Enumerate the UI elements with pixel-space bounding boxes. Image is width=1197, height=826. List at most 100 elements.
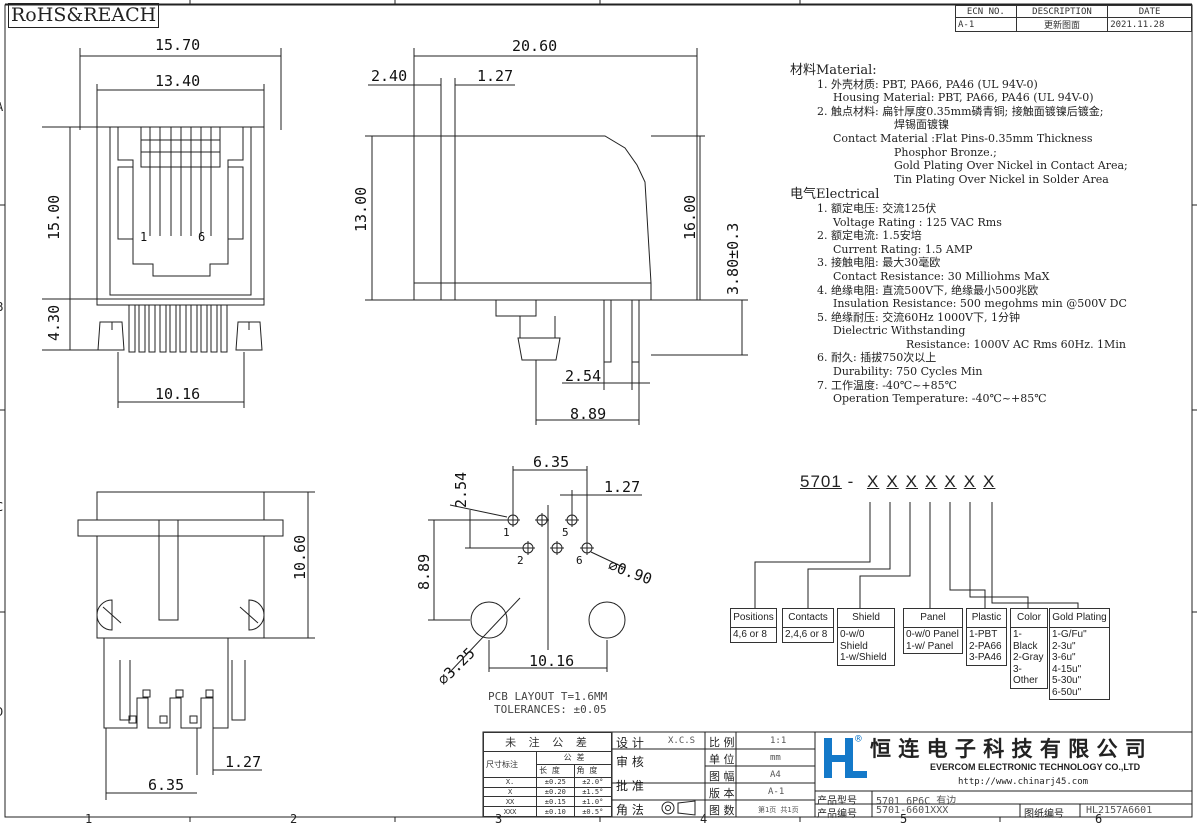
tolerance-cell: ±0.25 xyxy=(536,776,575,788)
signoff-review: 审 核 xyxy=(616,755,644,769)
rev-date: 2021.11.28 xyxy=(1107,17,1192,32)
signoff-design: 设 计 xyxy=(616,736,644,750)
electrical-line: 7. 工作温度: -40℃~+85℃ xyxy=(817,378,957,392)
pcb-note-2: TOLERANCES: ±0.05 xyxy=(494,703,607,716)
electrical-line: 3. 接触电阻: 最大30毫欧 xyxy=(817,256,941,270)
ordering-option: 1-w/Shield xyxy=(840,652,887,663)
electrical-heading: 电气Electrical xyxy=(790,187,880,203)
zone-label-left: C xyxy=(0,500,3,514)
pages-label: 图 数 xyxy=(709,804,735,817)
dim-side-height: 13.00 xyxy=(352,186,370,232)
product-code: 5701-6601XXX xyxy=(876,805,949,816)
electrical-line: 4. 绝缘电阻: 直流500V下, 绝缘最小500兆欧 xyxy=(817,283,1039,297)
zone-label-left: D xyxy=(0,705,3,719)
materials-line: 2. 触点材料: 扁针厚度0.35mm磷青铜; 接触面镀镍后镀金; xyxy=(817,104,1104,118)
ordering-box-header: Color xyxy=(1010,608,1048,628)
electrical-line: Contact Resistance: 30 Milliohms MaX xyxy=(833,269,1050,283)
dim-side-total-height: 16.00 xyxy=(681,194,699,240)
company-name-en: EVERCOM ELECTRONIC TECHNOLOGY CO.,LTD xyxy=(930,762,1141,772)
ordering-box-header: Contacts xyxy=(782,608,834,628)
part-number-prefix: 5701 xyxy=(800,472,842,491)
zone-label-bottom: 6 xyxy=(1095,812,1103,826)
tolerance-cell: X xyxy=(482,786,538,798)
ordering-option: 1-w/ Panel xyxy=(906,640,954,652)
rev-header-ecn: ECN NO. xyxy=(955,5,1017,18)
drawing-no-label: 图纸编号 xyxy=(1024,809,1064,820)
electrical-line: Current Rating: 1.5 AMP xyxy=(833,242,973,256)
tolerance-col-label: 尺寸标注 xyxy=(482,750,538,778)
tolerance-cell: ±0.20 xyxy=(536,786,575,798)
signoff-designer: X.C.S xyxy=(668,736,696,746)
ordering-option: 1-Black xyxy=(1013,629,1038,652)
ordering-leaders xyxy=(754,502,1079,610)
rev-ecn: A-1 xyxy=(955,17,1017,32)
revision-table: ECN NO. DESCRIPTION DATE A-1 更新图面 2021.1… xyxy=(955,5,1192,32)
zone-label-bottom: 1 xyxy=(85,812,93,826)
unit-label: 单 位 xyxy=(709,753,735,766)
tolerance-sub-title: 公 差 xyxy=(536,750,612,765)
materials-line: Contact Material :Flat Pins-0.35mm Thick… xyxy=(833,131,1093,145)
dim-bottom-span: 6.35 xyxy=(148,776,185,794)
ordering-option: 4-15u" xyxy=(1052,663,1082,675)
tolerance-table: 未 注 公 差 尺寸标注 公 差 长 度 角 度 X.±0.25±2.0°X±0… xyxy=(482,732,613,817)
tolerance-cell: ±0.10 xyxy=(536,806,575,817)
pcb-layout xyxy=(428,466,642,673)
side-view xyxy=(365,48,748,425)
dim-bottom-pitch: 1.27 xyxy=(225,753,262,771)
ordering-option: 1-PBT xyxy=(969,629,998,640)
part-number-slot: X xyxy=(963,472,977,491)
tolerance-col-len: 长 度 xyxy=(536,763,575,778)
part-number-slot: X xyxy=(925,472,938,491)
label-hole5: 5 xyxy=(562,526,569,539)
materials-line: 1. 外壳材质: PBT, PA66, PA46 (UL 94V-0) xyxy=(817,77,1038,91)
company-name-cn: 恒 连 电 子 科 技 有 限 公 司 xyxy=(870,737,1146,761)
electrical-line: 6. 耐久: 插拔750次以上 xyxy=(817,351,937,365)
dim-pcb-pitch: 1.27 xyxy=(604,478,641,496)
bottom-view xyxy=(77,491,315,800)
tolerance-cell: X. xyxy=(482,776,538,788)
dim-pcb-post-span: 10.16 xyxy=(529,652,575,670)
ordering-option: 1-G/Fu" xyxy=(1052,629,1087,640)
tolerance-cell: ±1.0° xyxy=(573,796,613,808)
label-hole6: 6 xyxy=(576,554,583,567)
tolerance-cell: ±1.5° xyxy=(573,786,613,798)
electrical-line: 1. 额定电压: 交流125伏 xyxy=(817,201,937,215)
product-model-label: 产品型号 xyxy=(817,796,857,807)
pages-value: 第1页 共1页 xyxy=(758,806,799,814)
part-number-sep: - xyxy=(847,472,855,491)
company-url: http://www.chinarj45.com xyxy=(958,777,1089,787)
zone-label-bottom: 3 xyxy=(495,812,503,826)
label-pin1: 1 xyxy=(140,230,148,244)
ordering-box-header: Plastic xyxy=(966,608,1007,628)
ordering-option: 0-w/0 Panel xyxy=(906,629,959,640)
dim-front-width-outer: 15.70 xyxy=(155,36,201,54)
front-view xyxy=(42,48,282,408)
electrical-line: Resistance: 1000V AC Rms 60Hz. 1Min xyxy=(906,337,1126,351)
part-number-slot: X xyxy=(866,472,880,491)
signoff-approve: 批 准 xyxy=(616,779,644,793)
dim-pcb-post-y: 8.89 xyxy=(415,553,433,590)
electrical-line: 2. 额定电流: 1.5安培 xyxy=(817,229,922,243)
materials-line: Phosphor Bronze.; xyxy=(894,145,997,159)
pcb-note-1: PCB LAYOUT T=1.6MM xyxy=(488,690,608,703)
scale-label: 比 例 xyxy=(709,736,735,749)
materials-line: Gold Plating Over Nickel in Contact Area… xyxy=(894,159,1128,173)
signoff-angle: 角 法 xyxy=(616,803,644,817)
label-hole2: 2 xyxy=(517,554,524,567)
label-pin6: 6 xyxy=(198,230,206,244)
materials-line: 焊锡面镀镍 xyxy=(894,118,949,132)
zone-label-bottom: 4 xyxy=(700,812,708,826)
materials-heading: 材料Material: xyxy=(790,63,877,78)
zone-label-left: B xyxy=(0,300,3,314)
dim-front-width-inner: 13.40 xyxy=(155,72,201,90)
tolerance-title: 未 注 公 差 xyxy=(483,732,612,752)
dim-side-pitch: 2.54 xyxy=(565,367,602,385)
ordering-option: 2-Gray xyxy=(1013,652,1044,663)
part-number-slot: X xyxy=(886,472,899,491)
tolerance-cell: XX xyxy=(482,796,538,808)
